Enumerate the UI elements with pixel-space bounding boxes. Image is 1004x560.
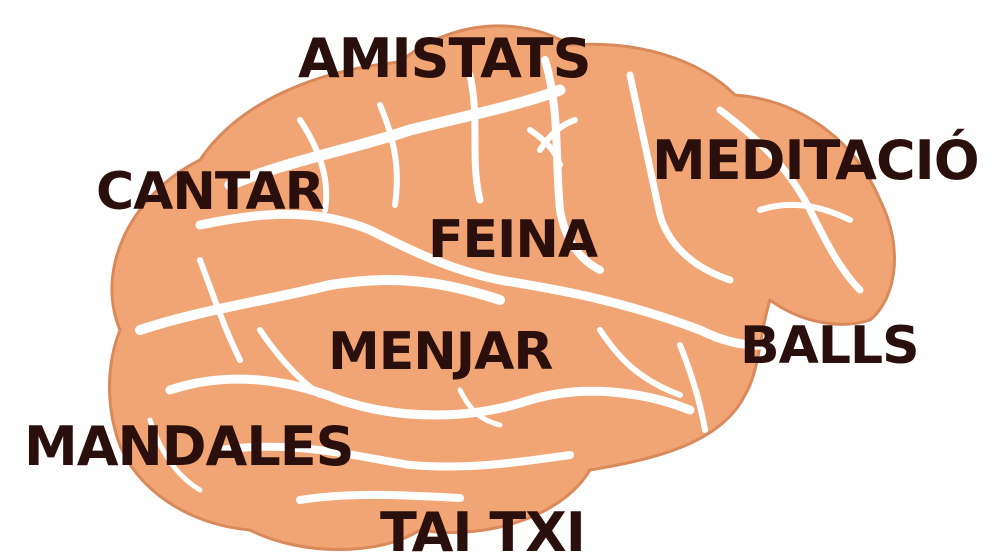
word-feina: FEINA: [428, 214, 597, 266]
word-tai-txi: TAI TXI: [380, 506, 585, 560]
word-cantar: CANTAR: [96, 166, 324, 218]
word-menjar: MENJAR: [328, 326, 552, 378]
word-mandales: MANDALES: [24, 420, 354, 474]
word-balls: BALLS: [740, 320, 919, 372]
word-amistats: AMISTATS: [298, 32, 590, 86]
word-meditacio: MEDITACIÓ: [652, 134, 979, 188]
